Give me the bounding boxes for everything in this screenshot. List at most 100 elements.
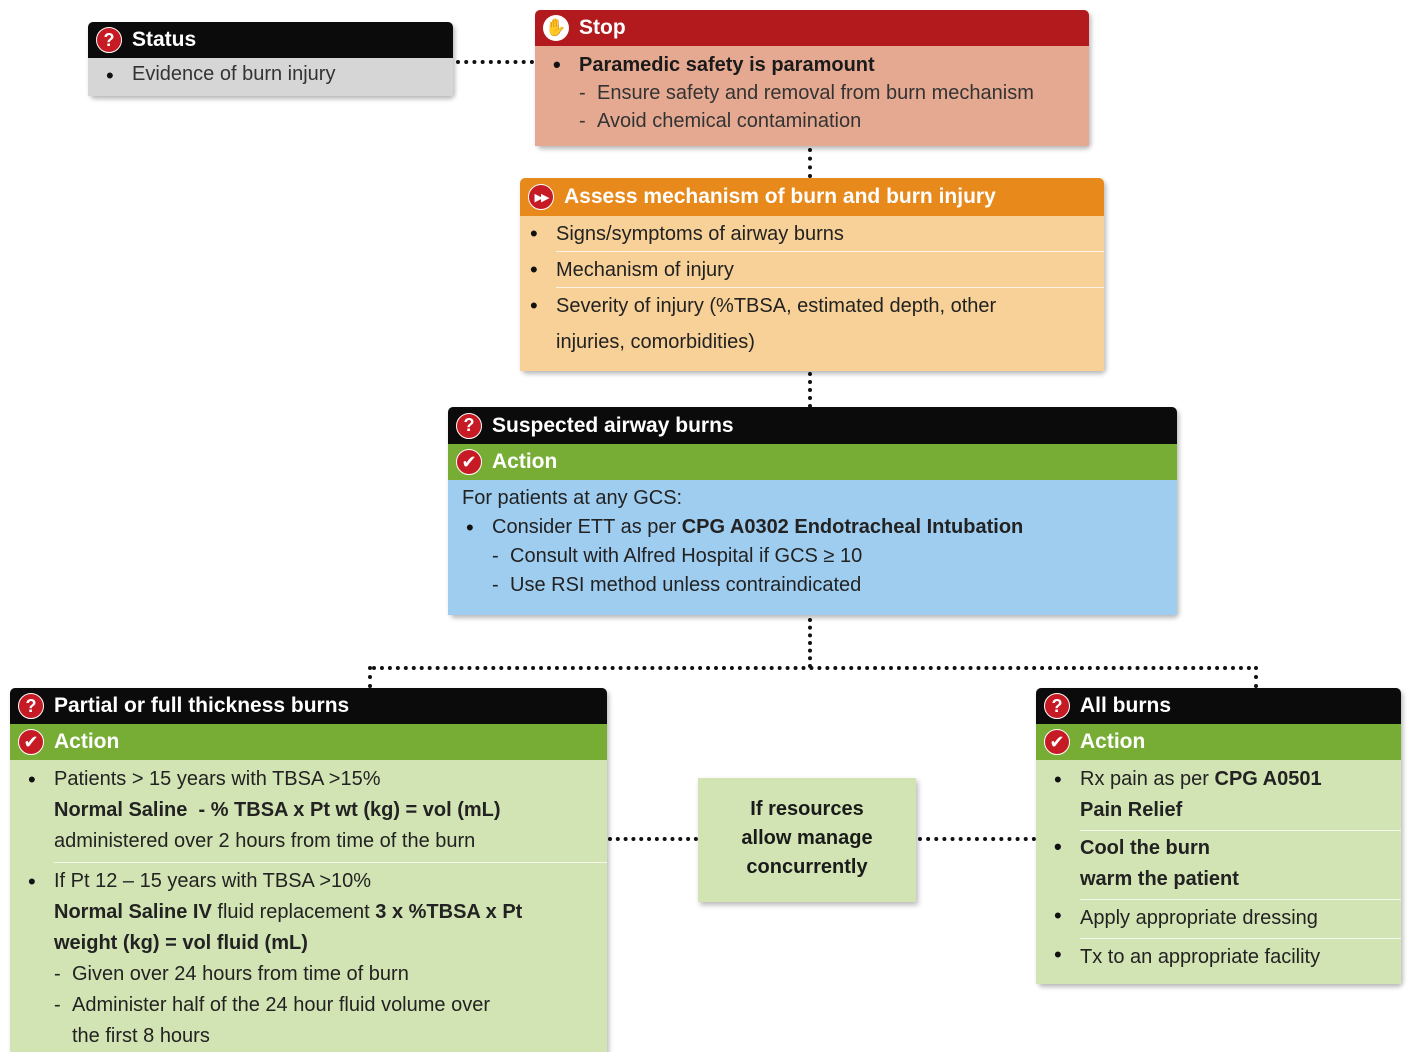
allburns-rx-pain-relief: Pain Relief bbox=[1080, 799, 1183, 821]
stop-sub-1-text: Ensure safety and removal from burn mech… bbox=[597, 82, 1034, 104]
stop-sub-2: Avoid chemical contamination bbox=[579, 107, 1089, 135]
partial-item-2-sub-2-line2: the first 8 hours bbox=[72, 1025, 210, 1047]
assess-item-1: Signs/symptoms of airway burns bbox=[530, 216, 1104, 252]
assess-item-3-line2: injuries, comorbidities) bbox=[556, 331, 755, 353]
airway-title: Suspected airway burns bbox=[492, 413, 734, 437]
airway-consider-prefix: Consider ETT as per bbox=[492, 516, 682, 538]
question-icon: ? bbox=[456, 412, 482, 439]
hand-stop-icon: ✋ bbox=[543, 15, 569, 41]
partial-item-2-line3: weight (kg) = vol fluid (mL) bbox=[54, 932, 308, 954]
stop-header: ✋ Stop bbox=[535, 10, 1089, 46]
status-item: Evidence of burn injury bbox=[106, 63, 453, 89]
partial-item-1-formula: Normal Saline - % TBSA x Pt wt (kg) = vo… bbox=[54, 799, 501, 821]
checkmark-icon: ✔ bbox=[456, 449, 482, 475]
allburns-tx: Tx to an appropriate facility bbox=[1054, 939, 1401, 973]
status-item-text: Evidence of burn injury bbox=[132, 63, 336, 85]
allburns-cool-line1: Cool the burn bbox=[1080, 837, 1210, 859]
airway-body: For patients at any GCS: Consider ETT as… bbox=[448, 480, 1177, 615]
allburns-rx-cpg: CPG A0501 bbox=[1214, 768, 1322, 790]
partial-item-2-sub-2-line1: Administer half of the 24 hour fluid vol… bbox=[72, 994, 490, 1016]
checkmark-icon: ✔ bbox=[1044, 729, 1070, 755]
allburns-cool: Cool the burn warm the patient bbox=[1054, 831, 1401, 900]
partial-title: Partial or full thickness burns bbox=[54, 694, 350, 717]
concurrent-box: If resources allow manage concurrently bbox=[698, 778, 916, 902]
connector-branch-right bbox=[1254, 666, 1258, 688]
status-header: ? Status bbox=[88, 22, 453, 58]
allburns-cool-line2: warm the patient bbox=[1080, 868, 1239, 890]
status-box: ? Status Evidence of burn injury bbox=[88, 22, 453, 96]
stop-box: ✋ Stop Paramedic safety is paramount Ens… bbox=[535, 10, 1089, 146]
partial-item-2-fluid: fluid replacement bbox=[211, 901, 376, 923]
partial-item-2-saline: Normal Saline IV bbox=[54, 901, 212, 923]
concurrent-line-2: allow manage bbox=[741, 827, 873, 849]
assess-item-1-text: Signs/symptoms of airway burns bbox=[556, 223, 844, 245]
airway-header: ? Suspected airway burns bbox=[448, 407, 1177, 444]
concurrent-line-1: If resources bbox=[750, 798, 864, 820]
allburns-dressing: Apply appropriate dressing bbox=[1054, 900, 1401, 939]
question-icon: ? bbox=[96, 27, 122, 53]
assess-item-3: Severity of injury (%TBSA, estimated dep… bbox=[530, 288, 1104, 360]
airway-box: ? Suspected airway burns ✔ Action For pa… bbox=[448, 407, 1177, 615]
airway-intro-text: For patients at any GCS: bbox=[462, 487, 683, 509]
stop-title: Stop bbox=[579, 16, 626, 39]
partial-item-2-line1: If Pt 12 – 15 years with TBSA >10% bbox=[54, 870, 372, 892]
partial-action-label: Action bbox=[54, 730, 120, 753]
connector-branch-horizontal bbox=[372, 666, 1252, 670]
stop-main: Paramedic safety is paramount bbox=[553, 51, 1089, 79]
partial-action-header: ✔ Action bbox=[10, 724, 607, 760]
partial-item-2-sub-2: Administer half of the 24 hour fluid vol… bbox=[54, 990, 607, 1052]
airway-consider: Consider ETT as per CPG A0302 Endotrache… bbox=[466, 513, 1177, 542]
partial-box: ? Partial or full thickness burns ✔ Acti… bbox=[10, 688, 607, 1052]
partial-body: Patients > 15 years with TBSA >15% Norma… bbox=[10, 760, 607, 1052]
status-title: Status bbox=[132, 28, 197, 51]
airway-sub-1: Consult with Alfred Hospital if GCS ≥ 10 bbox=[492, 542, 1177, 571]
partial-item-1: Patients > 15 years with TBSA >15% Norma… bbox=[28, 764, 607, 863]
allburns-rx: Rx pain as per CPG A0501 Pain Relief bbox=[1054, 764, 1401, 831]
connector-assess-airway bbox=[808, 372, 812, 408]
airway-action-header: ✔ Action bbox=[448, 444, 1177, 480]
stop-sub-2-text: Avoid chemical contamination bbox=[597, 110, 862, 132]
status-body: Evidence of burn injury bbox=[88, 58, 453, 96]
assess-item-2: Mechanism of injury bbox=[530, 252, 1104, 288]
allburns-body: Rx pain as per CPG A0501 Pain Relief Coo… bbox=[1036, 760, 1401, 984]
assess-item-3-line1: Severity of injury (%TBSA, estimated dep… bbox=[556, 295, 997, 317]
allburns-box: ? All burns ✔ Action Rx pain as per CPG … bbox=[1036, 688, 1401, 984]
stop-sub-1: Ensure safety and removal from burn mech… bbox=[579, 79, 1089, 107]
allburns-header: ? All burns bbox=[1036, 688, 1401, 724]
question-icon: ? bbox=[1044, 693, 1070, 719]
partial-item-2-formula: 3 x %TBSA x Pt bbox=[375, 901, 523, 923]
allburns-action-header: ✔ Action bbox=[1036, 724, 1401, 760]
assess-box: ▶▶ Assess mechanism of burn and burn inj… bbox=[520, 178, 1104, 371]
partial-header: ? Partial or full thickness burns bbox=[10, 688, 607, 724]
partial-item-2-sub-1-text: Given over 24 hours from time of burn bbox=[72, 963, 409, 985]
connector-stop-assess bbox=[808, 148, 812, 178]
question-icon: ? bbox=[18, 693, 44, 719]
connector-branch-left bbox=[368, 666, 372, 688]
connector-left-middle bbox=[608, 837, 698, 841]
partial-item-1-line1: Patients > 15 years with TBSA >15% bbox=[54, 768, 381, 790]
assess-body: Signs/symptoms of airway burns Mechanism… bbox=[520, 216, 1104, 371]
assess-header: ▶▶ Assess mechanism of burn and burn inj… bbox=[520, 178, 1104, 216]
allburns-action-label: Action bbox=[1080, 730, 1146, 753]
connector-airway-branch bbox=[808, 618, 812, 668]
partial-item-2-sub-1: Given over 24 hours from time of burn bbox=[54, 959, 607, 990]
allburns-rx-prefix: Rx pain as per bbox=[1080, 768, 1215, 790]
assess-title: Assess mechanism of burn and burn injury bbox=[564, 185, 996, 208]
airway-action-label: Action bbox=[492, 450, 558, 473]
airway-consider-cpg: CPG A0302 Endotracheal Intubation bbox=[681, 516, 1024, 538]
connector-status-stop bbox=[456, 60, 534, 64]
assess-item-2-text: Mechanism of injury bbox=[556, 259, 734, 281]
partial-item-1-line3: administered over 2 hours from time of t… bbox=[54, 830, 476, 852]
allburns-dressing-text: Apply appropriate dressing bbox=[1080, 907, 1318, 929]
checkmark-icon: ✔ bbox=[18, 729, 44, 755]
fast-forward-icon: ▶▶ bbox=[528, 184, 554, 210]
concurrent-line-3: concurrently bbox=[746, 856, 868, 878]
airway-intro: For patients at any GCS: bbox=[462, 484, 1177, 513]
allburns-title: All burns bbox=[1080, 694, 1172, 717]
stop-main-text: Paramedic safety is paramount bbox=[579, 54, 875, 76]
allburns-tx-text: Tx to an appropriate facility bbox=[1080, 946, 1321, 968]
airway-sub-1-text: Consult with Alfred Hospital if GCS ≥ 10 bbox=[510, 545, 863, 567]
connector-middle-right bbox=[918, 837, 1036, 841]
airway-sub-2: Use RSI method unless contraindicated bbox=[492, 571, 1177, 600]
airway-sub-2-text: Use RSI method unless contraindicated bbox=[510, 574, 862, 596]
